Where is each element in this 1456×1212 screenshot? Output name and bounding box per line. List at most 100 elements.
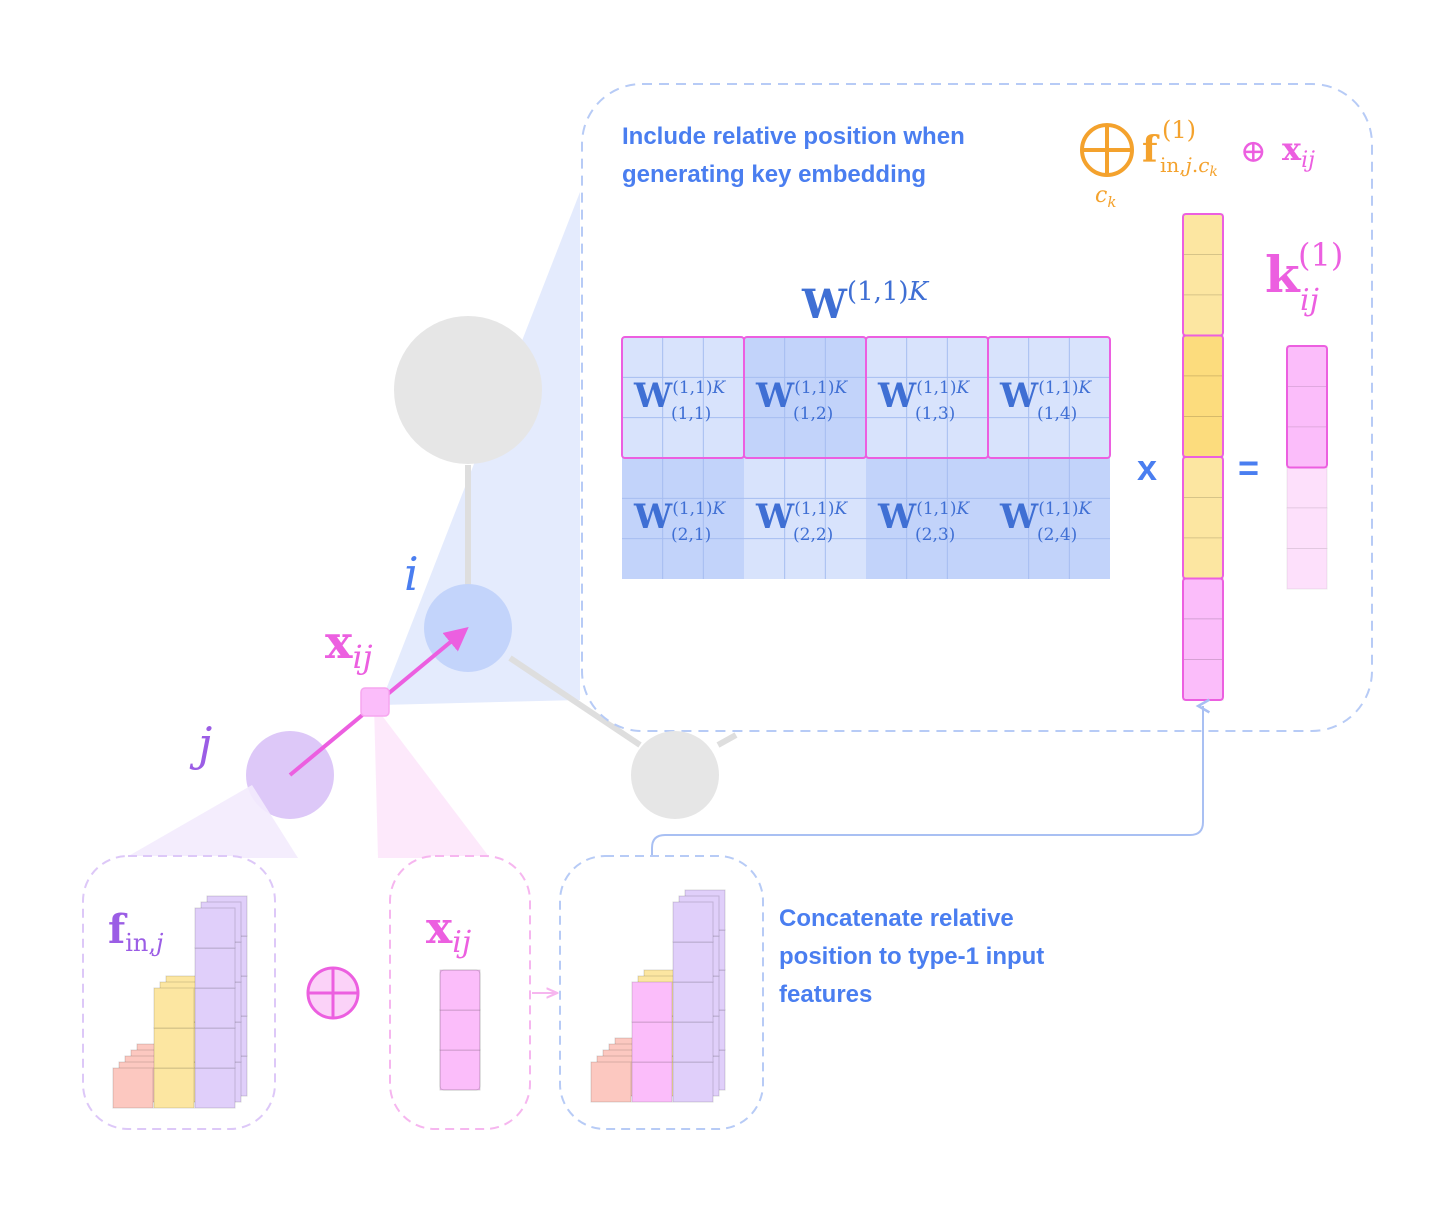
multiply-symbol: x <box>1137 447 1157 488</box>
formula-x: xij <box>1282 130 1315 173</box>
matrix-block-sub: (1,1) <box>671 404 711 424</box>
stack-cell-xij <box>439 969 481 1011</box>
input-vector-cell <box>1182 618 1224 660</box>
x-ij-label: xij <box>426 903 471 960</box>
stack-cell-type2 <box>194 947 236 989</box>
matrix-block-label: W(1,1)K <box>633 497 727 537</box>
output-vector-cell <box>1286 548 1328 590</box>
stack-cell-type2 <box>672 1021 714 1063</box>
output-vector-cell <box>1286 345 1328 387</box>
matrix-block <box>866 337 988 458</box>
key-label-sup: (1) <box>1298 236 1343 274</box>
stack-cell-type2 <box>672 981 714 1023</box>
matrix-block-label: W(1,1)K <box>755 376 849 416</box>
output-key-vector <box>1286 345 1328 590</box>
input-vector-cell <box>1182 335 1224 377</box>
matrix-block-label: W(1,1)K <box>755 497 849 537</box>
sum-subscript: ck <box>1095 183 1116 211</box>
input-vector-cell <box>1182 254 1224 296</box>
matrix-block-label: W(1,1)K <box>633 376 727 416</box>
edge-right-stub <box>716 732 738 748</box>
stack-outline <box>439 969 481 1091</box>
matrix-block-sub: (2,4) <box>1037 525 1077 545</box>
output-vector-cell <box>1286 467 1328 509</box>
stack-cell-type0 <box>112 1067 154 1109</box>
node-j-label: j <box>189 717 212 771</box>
input-vector-cell <box>1182 497 1224 539</box>
matrix-block-sub: (1,4) <box>1037 404 1077 424</box>
concatenated-feature-stack <box>590 889 726 1103</box>
matrix-title: W(1,1)K <box>801 277 930 328</box>
output-vector-cell <box>1286 426 1328 468</box>
input-vector-cell <box>1182 537 1224 579</box>
matrix-block-sub: (1,3) <box>915 404 955 424</box>
stack-cell-concat-xij <box>631 981 673 1023</box>
edge-feature-square <box>360 687 390 717</box>
panel-caption: Include relative position when generatin… <box>622 123 971 188</box>
matrix-block-sub: (2,1) <box>671 525 711 545</box>
input-feature-stack <box>112 895 248 1109</box>
matrix-block <box>744 458 866 579</box>
stack-cell-concat-xij <box>631 1021 673 1063</box>
weight-matrix: W(1,1)K(1,1)W(1,1)K(1,2)W(1,1)K(1,3)W(1,… <box>621 336 1111 579</box>
matrix-block-label: W(1,1)K <box>877 497 971 537</box>
node-top <box>394 316 542 464</box>
concat-caption: Concatenate relative position to type-1 … <box>779 905 1051 1008</box>
input-vector-cell <box>1182 375 1224 417</box>
output-vector-highlight <box>1286 345 1328 469</box>
matrix-block <box>988 337 1110 458</box>
stack-cell-type1 <box>153 987 195 1029</box>
matrix-block <box>622 458 744 579</box>
matrix-block-sub: (2,2) <box>793 525 833 545</box>
stack-cell-type0 <box>590 1061 632 1103</box>
stack-cell-type1 <box>153 1027 195 1069</box>
equals-symbol: = <box>1238 447 1259 488</box>
formula-f-sub: in,j.ck <box>1160 153 1218 180</box>
stack-cell-concat-xij <box>631 1061 673 1103</box>
stack-cell-type2 <box>194 1067 236 1109</box>
input-feature-vector <box>1182 213 1224 701</box>
input-vector-cell <box>1182 456 1224 498</box>
cone-xij <box>374 705 490 858</box>
f-in-label: fin,j <box>108 906 164 957</box>
matrix-block <box>622 337 744 458</box>
cone-j <box>125 785 298 858</box>
output-vector-cell <box>1286 507 1328 549</box>
input-vector-cell <box>1182 659 1224 701</box>
stack-cell-type2 <box>194 1027 236 1069</box>
concat-oplus-icon <box>306 966 360 1020</box>
stack-cell-type2 <box>672 901 714 943</box>
matrix-block <box>988 458 1110 579</box>
stack-cell-type2 <box>672 941 714 983</box>
key-label: k <box>1265 245 1301 304</box>
direct-sum-icon <box>1080 123 1134 177</box>
stack-cell-type2 <box>194 987 236 1029</box>
matrix-block-highlight <box>987 336 1111 459</box>
flow-arrow <box>651 698 1211 975</box>
input-vector-cell <box>1182 294 1224 336</box>
input-vector-cell <box>1182 416 1224 458</box>
formula-f: f <box>1142 129 1160 171</box>
node-right <box>631 731 719 819</box>
matrix-block <box>866 458 988 579</box>
key-label-sub: ij <box>1300 283 1319 318</box>
matrix-block-sub: (2,3) <box>915 525 955 545</box>
matrix-block-sub: (1,2) <box>793 404 833 424</box>
input-vector-cell <box>1182 213 1224 255</box>
matrix-block-label: W(1,1)K <box>877 376 971 416</box>
input-vector-cell <box>1182 578 1224 620</box>
node-i <box>424 584 512 672</box>
formula-f-sup: (1) <box>1162 116 1196 144</box>
stack-cell-type1 <box>153 1067 195 1109</box>
matrix-block-label: W(1,1)K <box>999 376 1093 416</box>
edge-label: xij <box>325 615 373 676</box>
matrix-block <box>744 337 866 458</box>
stack-cell-xij <box>439 1049 481 1091</box>
stack-cell-xij <box>439 1009 481 1051</box>
node-i-label: i <box>404 547 419 601</box>
edge-feature-stack <box>439 969 481 1091</box>
stack-cell-type2 <box>672 1061 714 1103</box>
edge-i-right <box>508 655 642 748</box>
output-vector-cell <box>1286 386 1328 428</box>
